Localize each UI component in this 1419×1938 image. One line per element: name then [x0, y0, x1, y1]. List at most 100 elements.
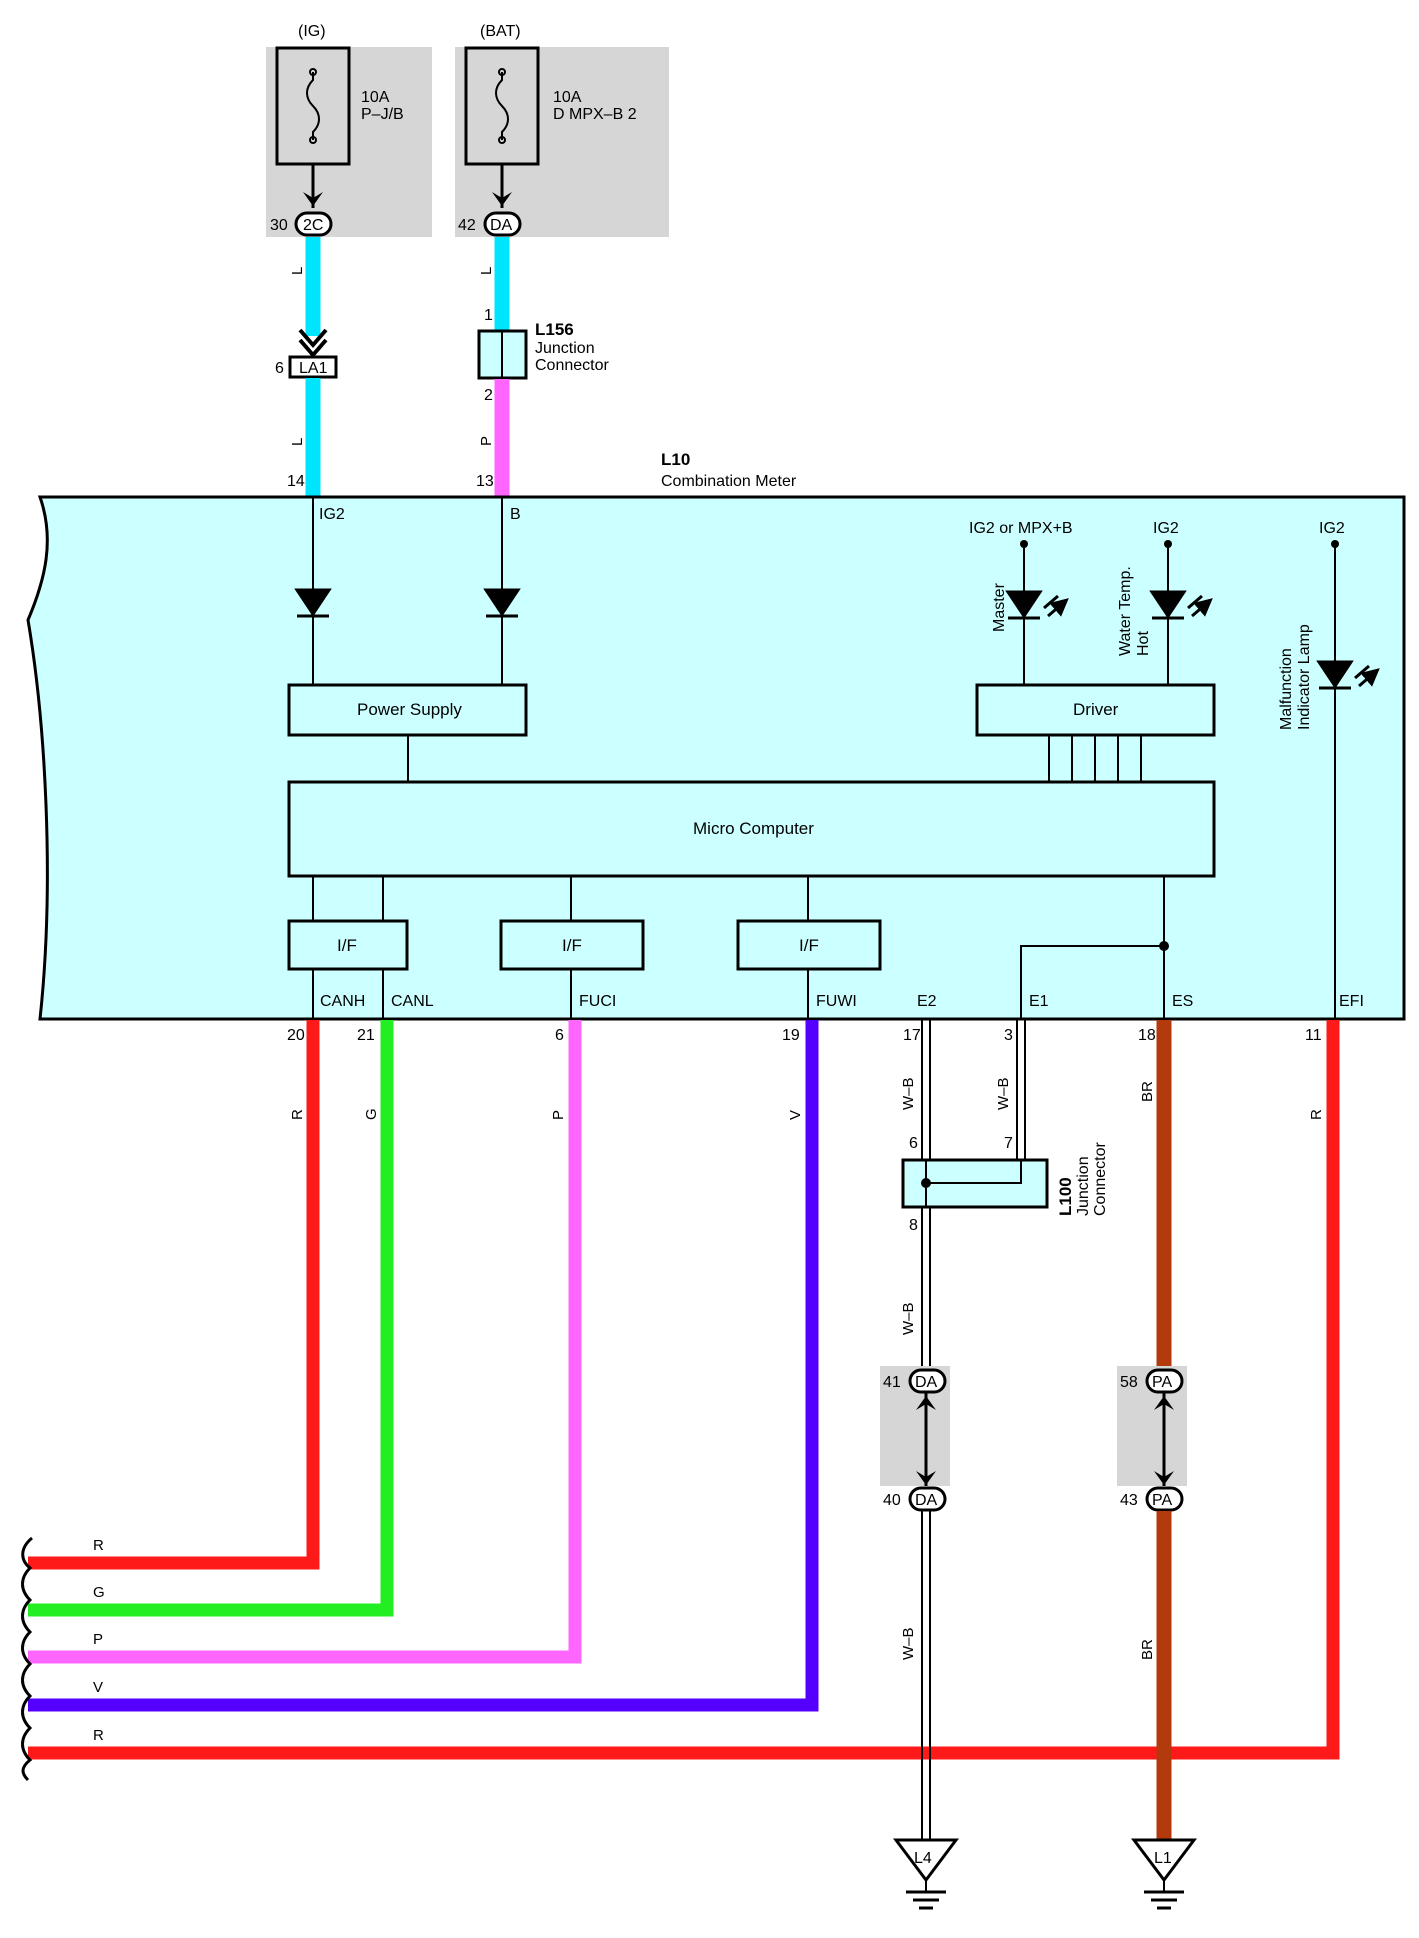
wire-canh-label: R [289, 1109, 306, 1120]
pin-3: 3 [1004, 1027, 1013, 1044]
fuse-bat-connector [483, 211, 522, 237]
micro-computer-block [287, 780, 1216, 878]
ground-l4-icon [893, 1838, 959, 1883]
wire-canl [28, 1020, 394, 1617]
l100-id: L100 [1056, 1177, 1075, 1216]
fuse-bat-shade [455, 47, 669, 237]
meter-pin-13: 13 [476, 473, 494, 490]
lamp-master-label: Master [991, 582, 1008, 632]
l100-pin-right: 7 [1004, 1135, 1013, 1152]
term-fuwi: FUWI [816, 993, 857, 1010]
wire-efi-label: R [1308, 1109, 1325, 1120]
da-bottom-pin: 40 [883, 1492, 901, 1509]
fuse-ig-group: (IG) 10A P–J/B 2C 30 [266, 23, 432, 237]
fuse-ig-source: (IG) [298, 23, 326, 40]
wire-es-label: BR [1139, 1081, 1156, 1102]
la1-id: LA1 [299, 360, 328, 377]
if-fuci-label: I/F [562, 936, 582, 955]
l156-pin-top: 1 [484, 307, 493, 324]
wire-fuci [28, 1020, 582, 1664]
e1-internal [1020, 945, 1164, 1019]
fuse-ig-element-icon [306, 72, 320, 140]
fuse-bat-name: D MPX–B 2 [553, 106, 637, 123]
term-fuci: FUCI [579, 993, 616, 1010]
pin-21: 21 [357, 1027, 375, 1044]
da-top-id: DA [915, 1374, 938, 1391]
wire-e1 [1016, 1020, 1026, 1164]
fuse-ig-connector [294, 211, 333, 237]
wire-fuci-label: P [550, 1110, 567, 1120]
fuse-ig-node-bottom [309, 136, 317, 144]
lamp-water-led-icon [1149, 590, 1187, 620]
wire-e2-label: W–B [900, 1077, 917, 1110]
da-bottom-id: DA [915, 1492, 938, 1509]
micro-computer-label: Micro Computer [693, 819, 814, 838]
wire-bat-lower-label: P [478, 436, 495, 446]
term-es: ES [1172, 993, 1193, 1010]
wire-wb-mid-label: W–B [900, 1302, 917, 1335]
fuse-bat-rating: 10A [553, 89, 582, 106]
term-canh: CANH [320, 993, 365, 1010]
wire-br-low-label: BR [1139, 1639, 1156, 1660]
lamp-master-led-icon [1005, 590, 1043, 620]
wire-e-to-l4 [921, 1511, 931, 1840]
lamp-mil-label-2: Indicator Lamp [1296, 624, 1313, 730]
pa-top-pin: 58 [1120, 1374, 1138, 1391]
pa-arrow-down-icon [1154, 1471, 1174, 1485]
l156-desc-2: Connector [535, 357, 609, 374]
if-can-label: I/F [337, 936, 357, 955]
l100-desc-2: Connector [1092, 1142, 1109, 1216]
fuse-bat-node-top [498, 68, 506, 76]
term-canl: CANL [391, 993, 434, 1010]
wire-wb-low-label: W–B [900, 1627, 917, 1660]
la1-pin: 6 [275, 360, 284, 377]
bus-label-2: G [93, 1584, 105, 1601]
pa-bottom-id: PA [1152, 1492, 1172, 1509]
da-arrow-up-icon [916, 1396, 936, 1410]
fuse-ig-rating: 10A [361, 89, 390, 106]
fuse-ig-node-top [309, 68, 317, 76]
l156-id: L156 [535, 320, 574, 339]
lamp-mil-rays-icon [1354, 666, 1373, 688]
fuse-bat-group: (BAT) 10A D MPX–B 2 DA 42 [455, 23, 669, 237]
ground-l4-label: L4 [914, 1850, 932, 1867]
da-arrow-down-icon [916, 1471, 936, 1485]
l156-pin-bottom: 2 [484, 387, 493, 404]
la1-connector [288, 355, 338, 379]
pa-bottom-connector [1145, 1486, 1184, 1512]
bus-label-5: R [93, 1727, 104, 1744]
fuse-ig-connector-id: 2C [303, 217, 323, 234]
fuse-ig-pin: 30 [270, 217, 288, 234]
fuse-bat-connector-id: DA [490, 217, 513, 234]
l100-pin-bottom: 8 [909, 1217, 918, 1234]
pin-18: 18 [1138, 1027, 1156, 1044]
lamp-water-label-2: Hot [1135, 631, 1152, 656]
driver-block [975, 683, 1216, 737]
if-can-block [287, 919, 409, 971]
lamp-master-rays-icon [1043, 596, 1062, 618]
meter-pin-14: 14 [287, 473, 305, 490]
power-supply-label: Power Supply [357, 700, 462, 719]
lamp-mil-supply: IG2 [1319, 520, 1345, 537]
da-top-connector [908, 1368, 947, 1394]
fuse-bat-source: (BAT) [480, 23, 521, 40]
fuse-bat-pin: 42 [458, 217, 476, 234]
l100-pin-left: 6 [909, 1135, 918, 1152]
fuse-ig-name: P–J/B [361, 106, 404, 123]
wire-ig-lower-label: L [289, 438, 306, 446]
terminal-b: B [510, 506, 521, 523]
lamp-water-supply: IG2 [1153, 520, 1179, 537]
wire-canl-label: G [363, 1108, 380, 1120]
diode-b-icon [483, 588, 521, 618]
ground-l1-icon [1131, 1838, 1197, 1883]
bus-label-3: P [93, 1631, 103, 1648]
diode-ig2-icon [294, 588, 332, 618]
meter-id: L10 [661, 450, 690, 469]
term-efi: EFI [1339, 993, 1364, 1010]
wire-fuwi [28, 1020, 819, 1712]
l100-bridge [926, 1160, 1022, 1184]
fuse-bat-node-bottom [498, 136, 506, 144]
meter-body [26, 495, 1406, 1021]
fuse-bat-arrow-icon [492, 192, 512, 206]
lamp-master-supply: IG2 or MPX+B [969, 520, 1073, 537]
